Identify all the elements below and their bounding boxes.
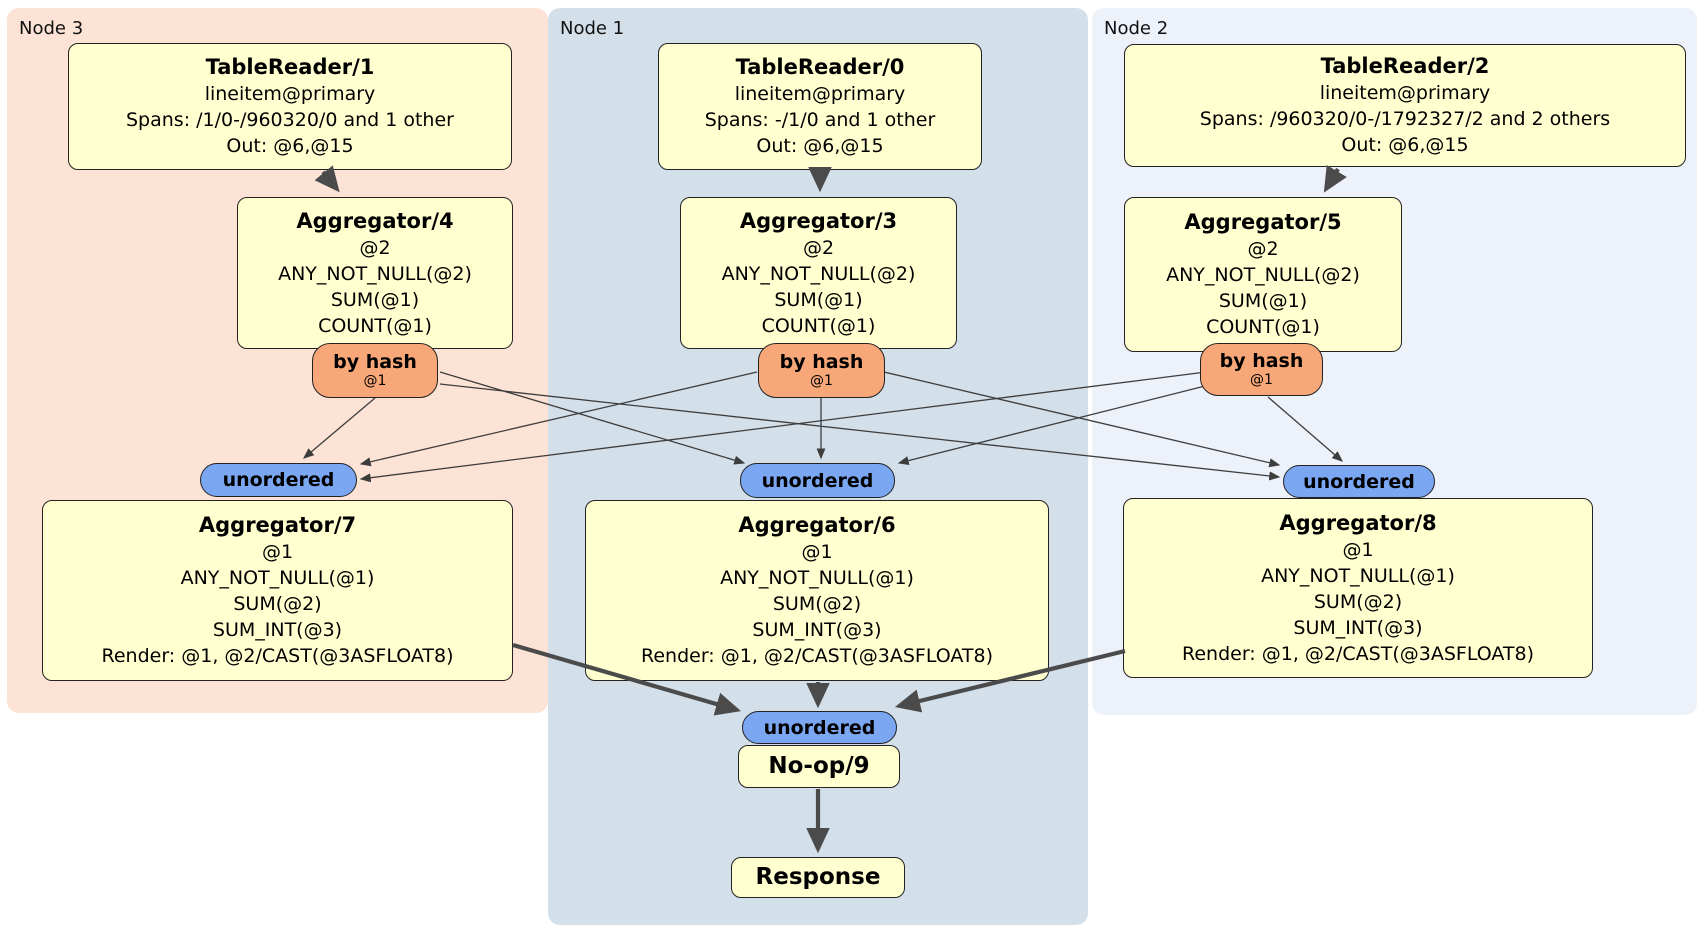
processor-detail: SUM(@2) [233,593,322,615]
processor-detail: SUM(@1) [330,288,420,311]
processor-detail: ANY_NOT_NULL(@2) [1166,264,1360,286]
processor-detail: SUM(@2) [1313,590,1403,613]
processor-detail: Render: @1, @2/CAST(@3ASFLOAT8) [641,645,993,667]
processor-title: TableReader/0 [735,55,905,79]
processor-detail: @1 [1342,538,1374,561]
processor-tablereader-0: TableReader/0 lineitem@primary Spans: -/… [658,43,982,170]
router-label: by hash [779,351,864,373]
processor-aggregator-5: Aggregator/5 @2 ANY_NOT_NULL(@2) SUM(@1)… [1124,197,1402,352]
processor-detail: SUM_INT(@3) [1293,616,1423,639]
processor-detail: @2 [359,236,391,259]
processor-detail: Render: @1, @2/CAST(@3ASFLOAT8) [101,645,454,667]
processor-detail: COUNT(@1) [761,314,876,337]
processor-detail: @1 [261,541,294,563]
router-label: unordered [761,469,874,492]
processor-title: Aggregator/8 [1279,510,1437,535]
router-sub-label: @1 [810,373,833,389]
hash-router-node3: by hash @1 [312,343,438,398]
router-label: unordered [1303,470,1415,493]
processor-detail: Spans: -/1/0 and 1 other [704,109,936,131]
processor-tablereader-2: TableReader/2 lineitem@primary Spans: /9… [1124,44,1686,167]
processor-detail: SUM(@1) [1218,290,1308,312]
router-label: by hash [1219,350,1304,372]
unordered-sync-node2: unordered [1283,465,1435,498]
processor-detail: ANY_NOT_NULL(@2) [721,262,916,285]
processor-title: Aggregator/3 [739,208,898,233]
processor-noop-9: No-op/9 [738,745,900,788]
processor-title: Aggregator/5 [1184,210,1342,234]
processor-detail: COUNT(@1) [1206,316,1320,338]
processor-detail: SUM_INT(@3) [212,619,343,641]
processor-aggregator-8: Aggregator/8 @1 ANY_NOT_NULL(@1) SUM(@2)… [1123,498,1593,678]
processor-detail: ANY_NOT_NULL(@2) [278,262,472,285]
processor-title: Response [755,864,881,890]
processor-detail: COUNT(@1) [318,314,432,337]
processor-detail: Spans: /1/0-/960320/0 and 1 other [126,109,454,131]
processor-title: No-op/9 [768,753,870,779]
processor-detail: lineitem@primary [1319,82,1491,104]
processor-detail: SUM(@2) [772,593,862,615]
processor-title: Aggregator/6 [738,513,896,537]
response-box: Response [731,857,905,898]
processor-detail: Out: @6,@15 [756,135,884,157]
processor-detail: ANY_NOT_NULL(@1) [180,567,375,589]
unordered-sync-final: unordered [742,711,897,744]
processor-detail: ANY_NOT_NULL(@1) [720,567,914,589]
node-region-3-label: Node 3 [19,18,84,39]
processor-detail: Out: @6,@15 [226,135,354,157]
processor-detail: SUM(@1) [774,288,863,311]
processor-aggregator-6: Aggregator/6 @1 ANY_NOT_NULL(@1) SUM(@2)… [585,500,1049,681]
router-sub-label: @1 [363,373,387,389]
processor-title: Aggregator/4 [296,208,454,233]
node-region-1-label: Node 1 [560,18,625,39]
router-label: unordered [763,716,876,739]
processor-detail: lineitem@primary [734,83,906,105]
node-region-2-label: Node 2 [1104,18,1169,39]
unordered-sync-node3: unordered [200,463,357,497]
processor-detail: @2 [802,236,835,259]
processor-title: TableReader/2 [1320,54,1490,78]
processor-detail: Render: @1, @2/CAST(@3ASFLOAT8) [1182,642,1534,665]
processor-detail: Spans: /960320/0-/1792327/2 and 2 others [1199,108,1611,130]
router-label: unordered [222,469,335,491]
processor-detail: SUM_INT(@3) [752,619,882,641]
processor-detail: ANY_NOT_NULL(@1) [1261,564,1455,587]
router-label: by hash [333,351,417,373]
unordered-sync-node1: unordered [740,463,895,498]
hash-router-node1: by hash @1 [758,343,885,398]
router-sub-label: @1 [1250,372,1273,388]
processor-title: Aggregator/7 [198,513,357,537]
hash-router-node2: by hash @1 [1200,343,1323,396]
processor-aggregator-3: Aggregator/3 @2 ANY_NOT_NULL(@2) SUM(@1)… [680,197,957,349]
processor-tablereader-1: TableReader/1 lineitem@primary Spans: /1… [68,43,512,170]
processor-detail: lineitem@primary [204,83,376,105]
processor-detail: @1 [801,541,833,563]
processor-aggregator-7: Aggregator/7 @1 ANY_NOT_NULL(@1) SUM(@2)… [42,500,513,681]
processor-title: TableReader/1 [205,55,375,79]
processor-detail: Out: @6,@15 [1341,134,1469,156]
processor-aggregator-4: Aggregator/4 @2 ANY_NOT_NULL(@2) SUM(@1)… [237,197,513,349]
processor-detail: @2 [1247,238,1279,260]
